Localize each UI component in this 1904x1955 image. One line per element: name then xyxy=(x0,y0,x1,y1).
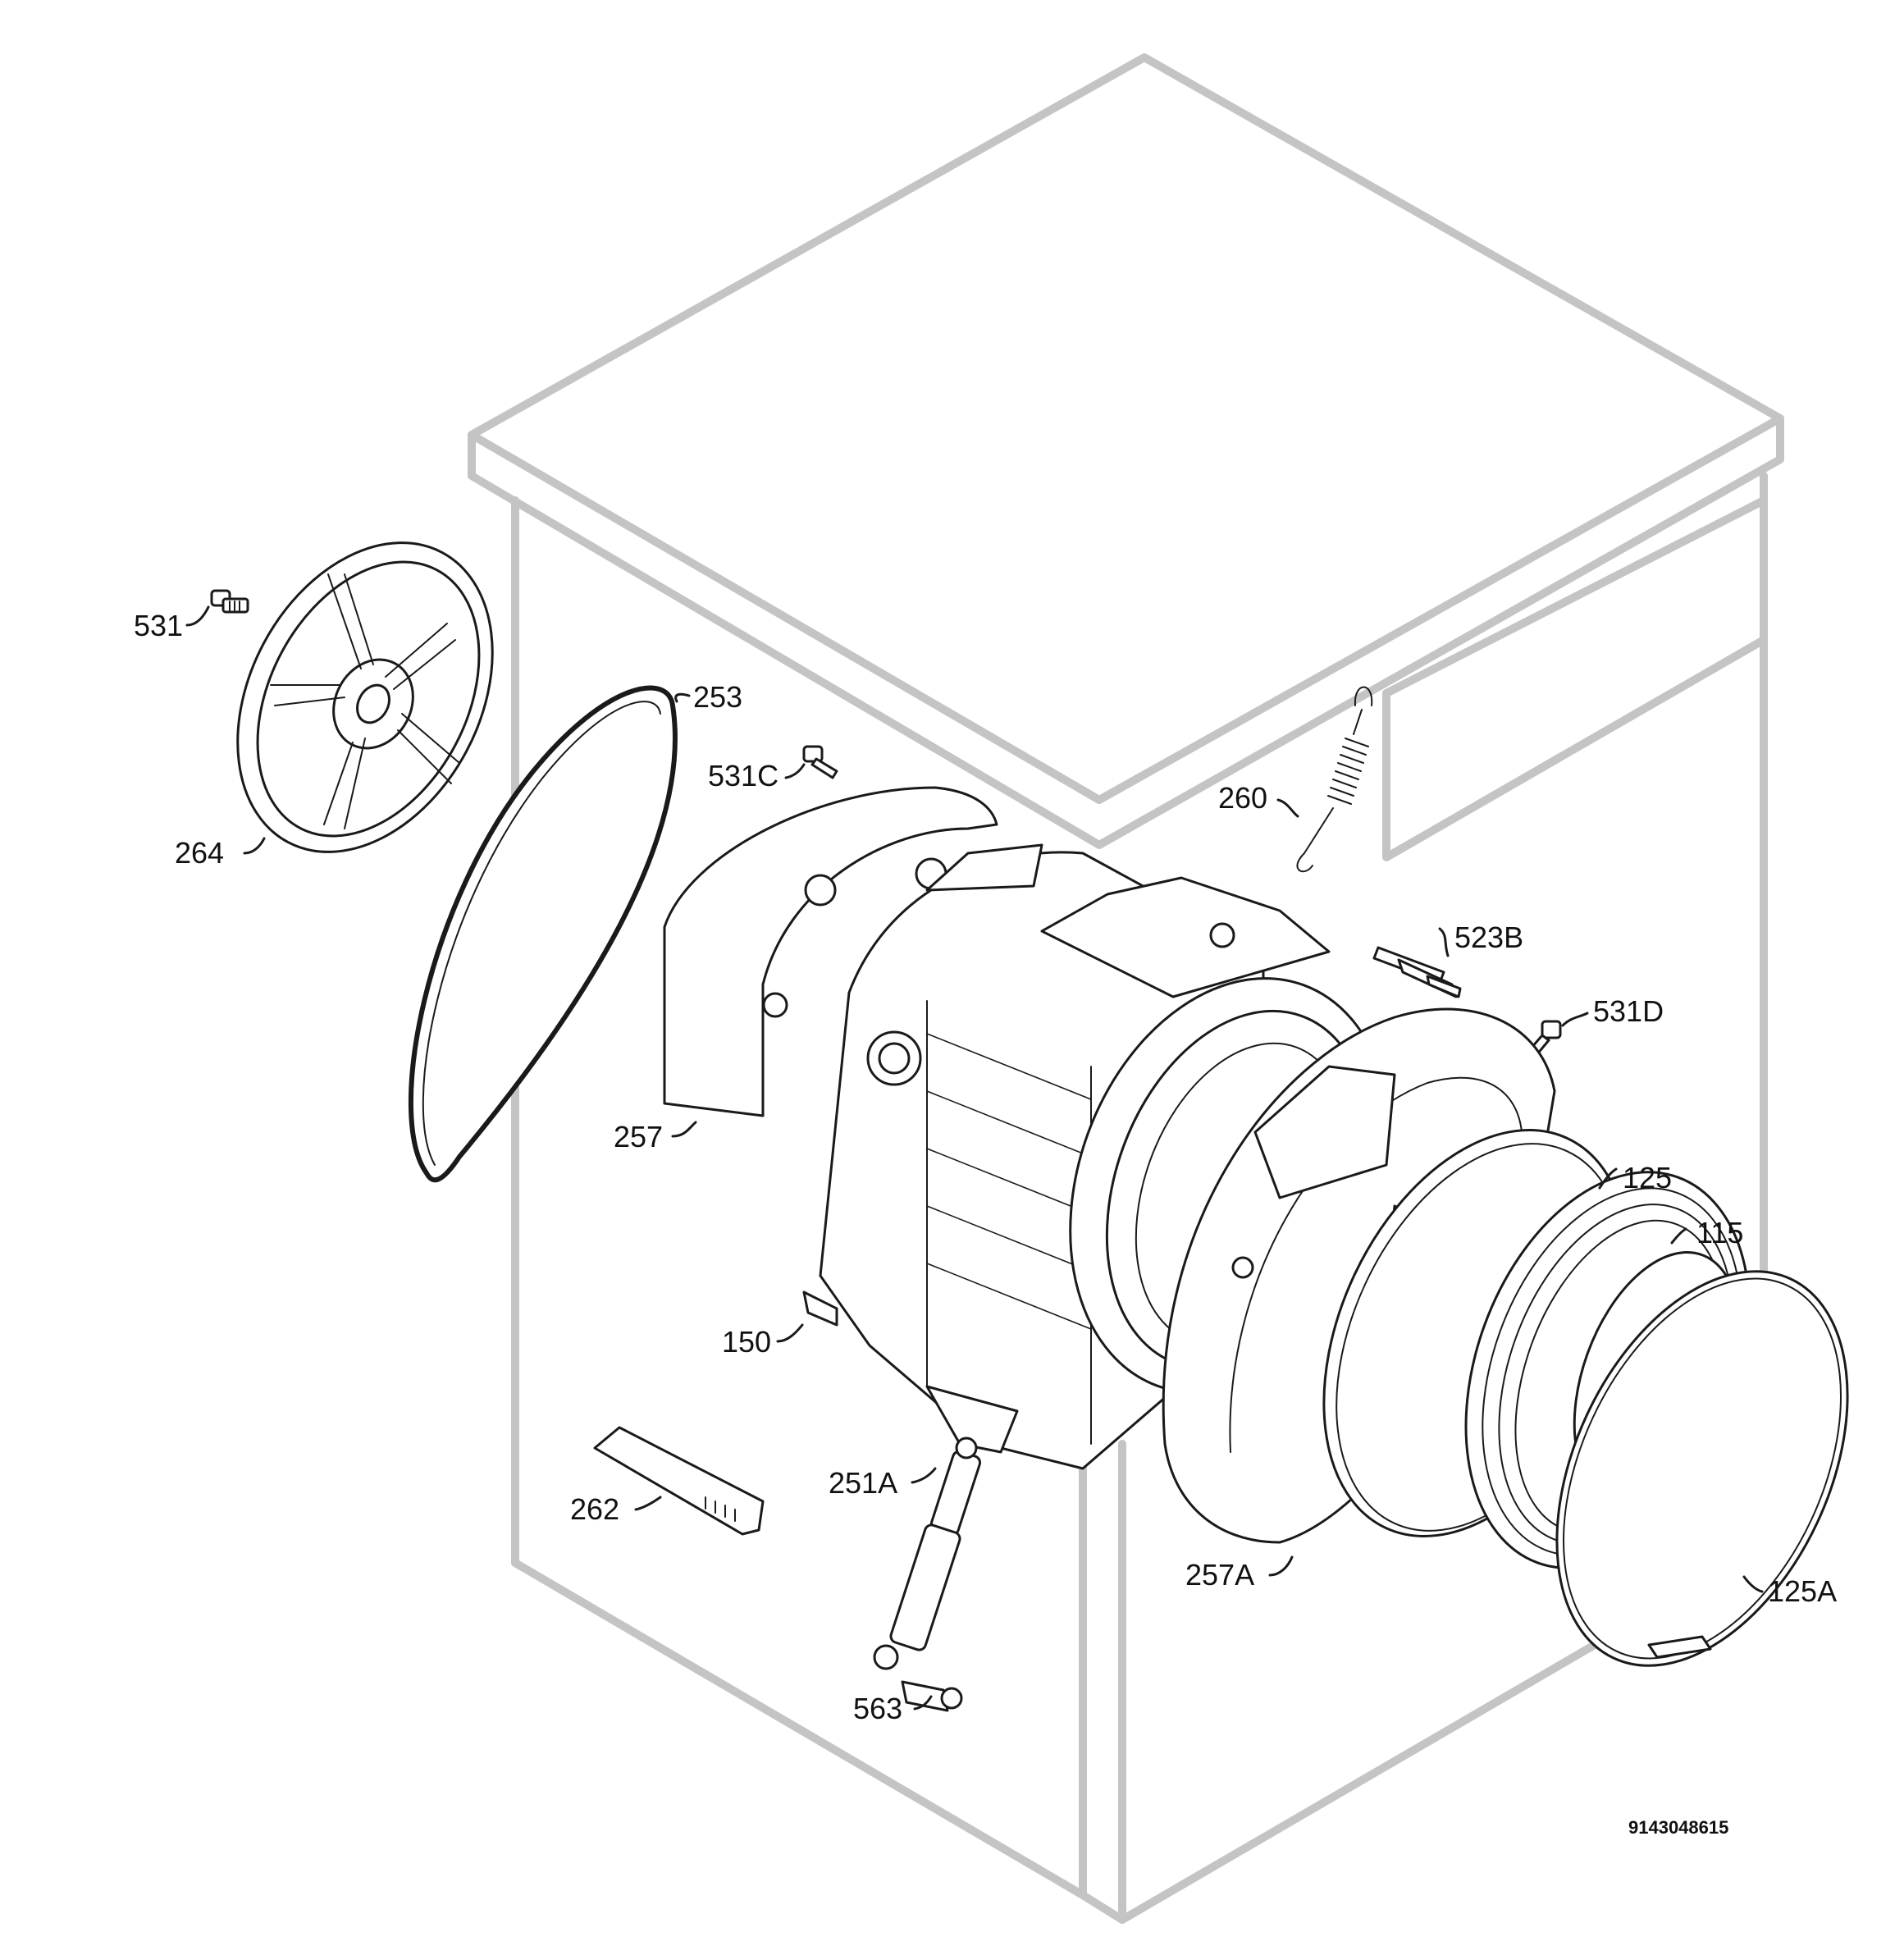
label-262: 262 xyxy=(570,1492,619,1526)
label-251a: 251A xyxy=(829,1466,897,1500)
screw-531 xyxy=(210,589,249,614)
spring-260 xyxy=(1296,686,1373,873)
shock-absorber-251a xyxy=(873,1437,982,1670)
clamp-ring-125a xyxy=(1555,1270,1849,1667)
label-115: 115 xyxy=(1696,1216,1743,1249)
drawing-code: 9143048615 xyxy=(1628,1817,1728,1838)
label-150: 150 xyxy=(722,1325,771,1359)
bracket-523b xyxy=(1372,946,1462,998)
label-531c: 531C xyxy=(708,759,778,793)
pin-563 xyxy=(901,1680,963,1712)
label-531: 531 xyxy=(134,609,183,642)
pulley-264 xyxy=(236,541,494,853)
label-260: 260 xyxy=(1218,781,1267,815)
part-labels: 531 253 264 531C 260 523B 531D 257 125 1… xyxy=(134,609,1837,1725)
label-264: 264 xyxy=(175,836,224,870)
label-523b: 523B xyxy=(1454,920,1523,954)
screw-531c xyxy=(802,745,838,779)
label-125a: 125A xyxy=(1768,1574,1837,1608)
label-531d: 531D xyxy=(1593,994,1664,1028)
label-253: 253 xyxy=(693,680,742,714)
tub-assembly-150 xyxy=(802,843,1392,1470)
handle-262 xyxy=(593,1426,765,1536)
label-257a: 257A xyxy=(1185,1558,1254,1592)
label-563: 563 xyxy=(853,1692,902,1725)
leader-lines xyxy=(185,605,1764,1711)
label-125: 125 xyxy=(1623,1161,1672,1194)
drive-belt-253 xyxy=(408,685,678,1183)
label-257: 257 xyxy=(614,1120,663,1153)
